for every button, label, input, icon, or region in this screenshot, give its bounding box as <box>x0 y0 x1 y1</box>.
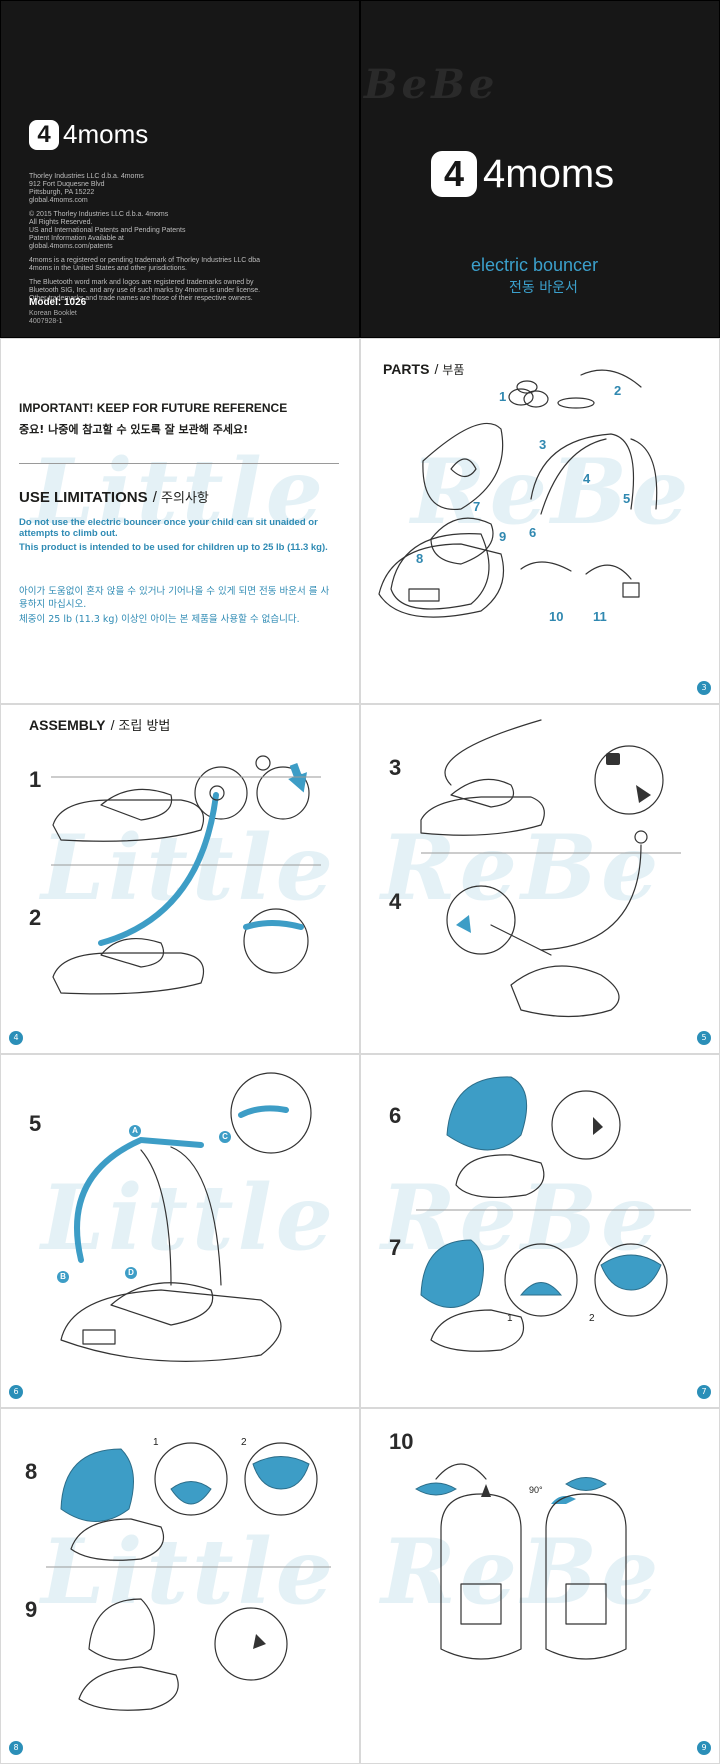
warning-text-ko: 아이가 도움없이 혼자 앉을 수 있거나 기어나올 수 있게 되면 전동 바운서… <box>19 586 330 610</box>
step-number: 6 <box>389 1103 402 1128</box>
step-number: 8 <box>25 1459 38 1484</box>
rotation-angle: 90° <box>529 1485 543 1495</box>
assembly-illustration <box>51 755 321 995</box>
step-number: 2 <box>29 905 42 930</box>
page-number: 7 <box>697 1385 711 1399</box>
address-line: 912 Fort Duquesne Blvd <box>29 181 105 188</box>
use-limitations-title-ko: 주의사항 <box>161 491 209 506</box>
assembly-title: ASSEMBLY / 조립 방법 <box>29 717 171 734</box>
step-number: 5 <box>29 1111 42 1136</box>
assembly-illustration <box>420 719 681 1018</box>
part-label: 9 <box>499 529 507 544</box>
legal-line: US and International Patents and Pending… <box>29 227 186 234</box>
logo-mark-icon: 4 <box>431 151 477 197</box>
logo-mark-icon: 4 <box>29 119 59 150</box>
bluetooth-text: The Bluetooth word mark and logos are re… <box>29 279 261 302</box>
page-number: 3 <box>697 681 711 695</box>
page-assembly-steps-1-2: Little ASSEMBLY / 조립 방법 1 2 4 <box>0 704 360 1054</box>
brand-name: 4moms <box>483 151 615 196</box>
spread-assembly-8-10: Little 8 9 1 2 8 ReBe 10 <box>0 1408 720 1764</box>
page-assembly-step-10: ReBe 10 90° 9 <box>360 1408 720 1764</box>
step-number: 4 <box>389 889 402 914</box>
brand-logo: 4 4moms <box>29 119 148 150</box>
callout-d: D <box>125 1267 137 1279</box>
assembly-illustration <box>415 1463 627 1660</box>
divider <box>19 463 339 464</box>
substep-number: 2 <box>241 1437 247 1448</box>
page-parts: ReBe PARTS / 부품 1 2 3 4 <box>360 338 720 704</box>
part-label: 7 <box>473 499 481 514</box>
assembly-illustration <box>416 1076 691 1352</box>
assembly-title-ko: 조립 방법 <box>118 719 171 734</box>
page-number: 4 <box>9 1031 23 1045</box>
assembly-illustration <box>60 1072 312 1362</box>
booklet-text: Korean Booklet <box>29 310 77 317</box>
trademark-text: 4moms is a registered or pending tradema… <box>29 257 260 272</box>
substep-number: 2 <box>589 1313 595 1324</box>
model-number: Model: 1026 <box>29 297 87 308</box>
brand-name: 4moms <box>63 119 149 149</box>
part-label: 2 <box>614 383 622 398</box>
parts-title-ko: 부품 <box>442 363 465 377</box>
booklet-code: 4007928-1 <box>29 318 63 325</box>
page-number: 8 <box>9 1741 23 1755</box>
use-limitations-title: USE LIMITATIONS <box>19 489 148 506</box>
parts-illustration <box>378 369 658 618</box>
parts-title-en: PARTS <box>383 361 430 377</box>
step-number: 9 <box>25 1597 38 1622</box>
legal-line: © 2015 Thorley Industries LLC d.b.a. 4mo… <box>29 211 169 218</box>
back-cover: 4 4moms Thorley Industries LLC d.b.a. 4m… <box>0 0 360 338</box>
part-label: 5 <box>623 491 631 506</box>
parts-title: PARTS / 부품 <box>383 361 465 377</box>
callout-b: B <box>57 1271 69 1283</box>
part-label: 8 <box>416 551 424 566</box>
assembly-title-en: ASSEMBLY <box>29 717 106 733</box>
page-number: 5 <box>697 1031 711 1045</box>
callout-a: A <box>129 1125 141 1137</box>
address-line: Pittsburgh, PA 15222 <box>29 189 95 196</box>
part-label: 6 <box>529 525 537 540</box>
spread-limitations-parts: Little IMPORTANT! KEEP FOR FUTURE REFERE… <box>0 338 720 704</box>
page-assembly-steps-3-4: ReBe 3 4 5 <box>360 704 720 1054</box>
part-label: 3 <box>539 437 547 452</box>
step-number: 3 <box>389 755 402 780</box>
warning-text-ko: 체중이 25 lb (11.3 kg) 이상인 아이는 본 제품을 사용할 수 … <box>19 614 300 625</box>
address-line: Thorley Industries LLC d.b.a. 4moms <box>29 173 144 180</box>
substep-number: 1 <box>153 1437 159 1448</box>
front-cover: Little BeBe 4 4moms electric bouncer 전동 … <box>360 0 720 338</box>
legal-line: Patent Information Available at <box>29 235 124 242</box>
substep-number: 1 <box>507 1313 513 1324</box>
warning-text: Do not use the electric bouncer once you… <box>19 517 318 539</box>
part-label: 1 <box>499 389 507 404</box>
step-number: 10 <box>389 1429 414 1454</box>
page-number: 9 <box>697 1741 711 1755</box>
page-use-limitations: Little IMPORTANT! KEEP FOR FUTURE REFERE… <box>0 338 360 704</box>
important-heading: IMPORTANT! KEEP FOR FUTURE REFERENCE <box>19 401 288 415</box>
part-label: 10 <box>549 609 564 624</box>
step-number: 1 <box>29 767 42 792</box>
part-label: 4 <box>583 471 591 486</box>
legal-line: All Rights Reserved. <box>29 219 93 226</box>
spread-assembly-1-4: Little ASSEMBLY / 조립 방법 1 2 4 ReBe 3 4 <box>0 704 720 1054</box>
important-heading-ko: 중요! 나중에 참고할 수 있도록 잘 보관해 주세요! <box>19 423 249 436</box>
page-assembly-steps-8-9: Little 8 9 1 2 8 <box>0 1408 360 1764</box>
page-assembly-step-5: Little 5 A B C D 6 <box>0 1054 360 1408</box>
section-title: USE LIMITATIONS / 주의사항 <box>19 489 209 506</box>
warning-text: This product is intended to be used for … <box>19 542 328 553</box>
step-number: 7 <box>389 1235 402 1260</box>
page-number: 6 <box>9 1385 23 1399</box>
legal-line: global.4moms.com/patents <box>29 243 113 250</box>
product-name: electric bouncer <box>471 255 599 275</box>
assembly-illustration <box>46 1442 331 1711</box>
watermark: Little BeBe <box>361 61 499 108</box>
product-name-ko: 전동 바운서 <box>509 280 578 296</box>
brand-logo-large: 4 4moms <box>431 151 614 197</box>
callout-c: C <box>219 1131 231 1143</box>
page-assembly-steps-6-7: ReBe 6 7 1 2 7 <box>360 1054 720 1408</box>
part-label: 11 <box>593 609 607 624</box>
address-line: global.4moms.com <box>29 197 88 204</box>
cover-spread: 4 4moms Thorley Industries LLC d.b.a. 4m… <box>0 0 720 338</box>
spread-assembly-5-7: Little 5 A B C D 6 ReBe 6 7 <box>0 1054 720 1408</box>
